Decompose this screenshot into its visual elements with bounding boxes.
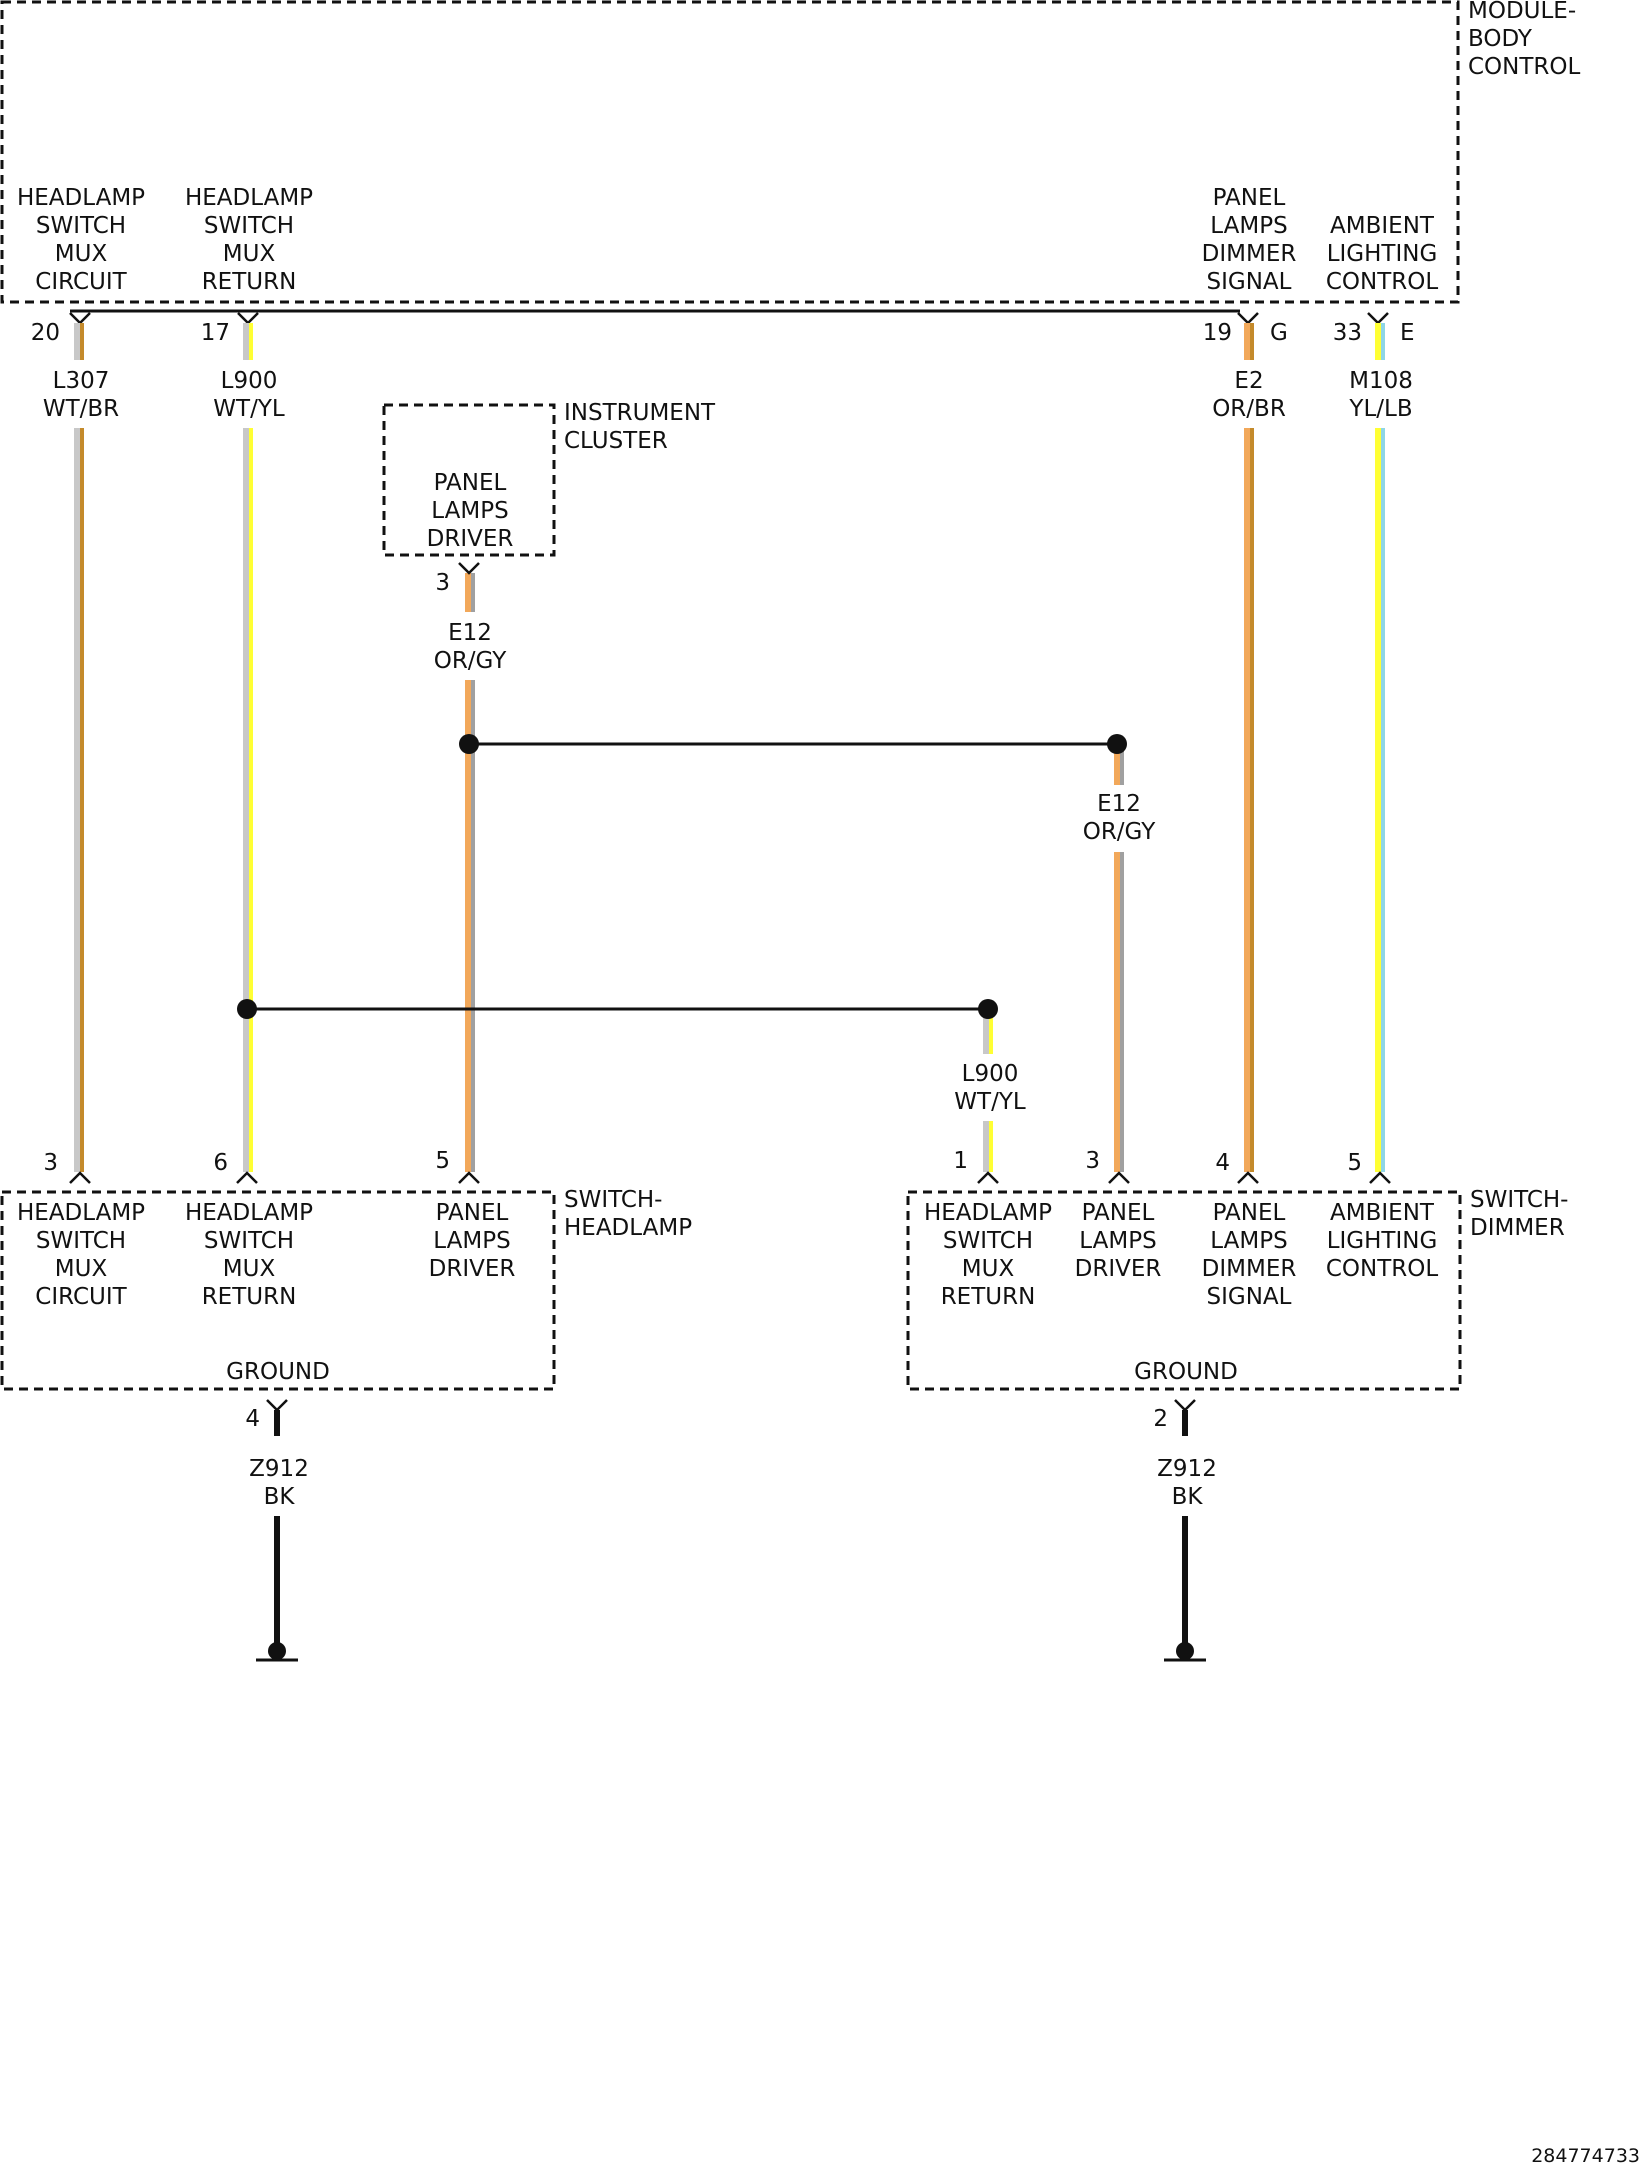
wire-m108-seg-0 [1375,323,1385,360]
wire-l900-dimmer-seg-0 [983,1009,993,1054]
swd-ground-pin-mark [1174,1399,1196,1412]
bcm-pin-20: 20 [31,320,60,346]
swh-pin-5: 5 [435,1148,450,1174]
wire-l307-seg-1 [74,428,84,1172]
cluster-pin: 3 [435,570,450,596]
swh-pin-3-mark [69,1171,91,1184]
swd-ground-pin: 2 [1153,1406,1168,1432]
wire-l900-main-seg-0 [243,323,253,360]
swh-ground-dot [268,1642,286,1660]
wire-e2-seg-1 [1244,428,1254,1172]
swd-ground-dot [1176,1642,1194,1660]
wire-e12-dimmer-seg-1 [1114,852,1124,1172]
swd-pin-3: 3 [1085,1148,1100,1174]
bcm-pin-20-mark [69,312,91,325]
bcm-pin-17-mark [237,312,259,325]
swd-pin-1: 1 [953,1148,968,1174]
splice-l900-dot-right [978,999,998,1019]
bcm-pin-33: 33 [1333,320,1362,346]
swd-pin-4: 4 [1215,1150,1230,1176]
bcm-pin-17: 17 [201,320,230,346]
swh-pin-6: 6 [213,1150,228,1176]
bcm-pin-33-cavity: E [1400,320,1415,346]
cluster-box [382,403,556,557]
swh-pin-3: 3 [43,1150,58,1176]
swd-pin-3-mark [1108,1171,1130,1184]
wire-e12-cluster-seg-0 [465,573,475,612]
wire-group [74,323,1385,1172]
wire-m108-seg-1 [1375,428,1385,1172]
swd-pin-1-mark [977,1171,999,1184]
cluster-pin-mark [458,562,480,575]
swd-pin-5: 5 [1347,1150,1362,1176]
bcm-pin-33-mark [1367,312,1389,325]
wire-l900-dimmer-seg-1 [983,1121,993,1172]
swh-title: SWITCH-HEADLAMP [564,1187,692,1241]
bcm-box [0,0,1460,304]
swh-pin-5-mark [458,1171,480,1184]
swd-title: SWITCH-DIMMER [1470,1187,1568,1241]
swh-ground-pin: 4 [245,1406,260,1432]
switch-headlamp-box [0,1190,556,1391]
splice-l900-dot-left [237,999,257,1019]
swd-pin-4-mark [1237,1171,1259,1184]
bcm-pin-19: 19 [1203,320,1232,346]
swd-label-ground: GROUND [1134,1359,1238,1385]
wire-l307-seg-0 [74,323,84,360]
document-id: 284774733 [1531,2145,1640,2167]
switch-dimmer-box [906,1190,1462,1391]
swh-ground-pin-mark [266,1399,288,1412]
bcm-pin-19-mark [1237,312,1259,325]
swd-pin-5-mark [1369,1171,1391,1184]
splice-e12-dot-right [1107,734,1127,754]
bcm-pin-19-cavity: G [1270,320,1288,346]
wire-e12-dimmer-seg-0 [1114,744,1124,785]
swh-pin-6-mark [236,1171,258,1184]
wire-e12-cluster-seg-1 [465,680,475,1172]
wire-l900-main-seg-1 [243,428,253,1172]
wire-e2-seg-0 [1244,323,1254,360]
splice-e12-dot-left [459,734,479,754]
swh-label-ground: GROUND [226,1359,330,1385]
